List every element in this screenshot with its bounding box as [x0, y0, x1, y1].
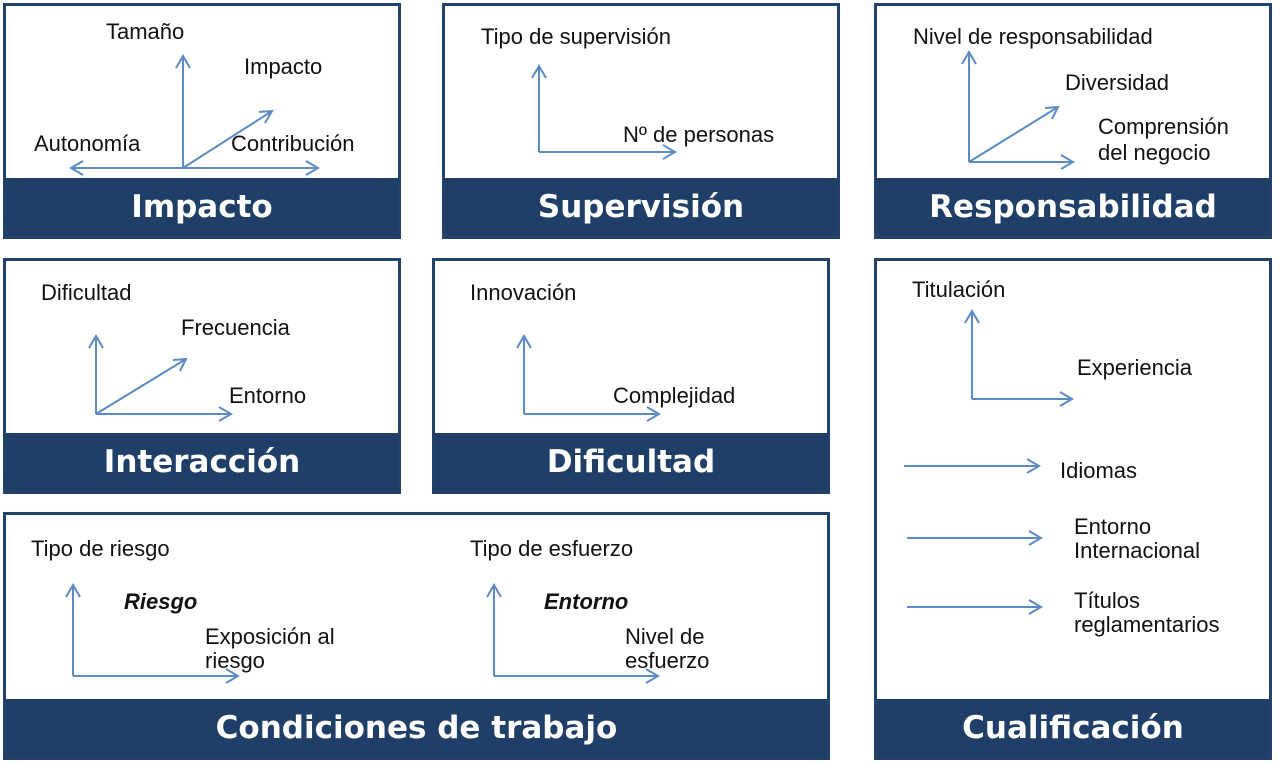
dificultad-axes: [516, 334, 661, 422]
impacto-axes: [69, 54, 320, 176]
panel-responsabilidad: Nivel de responsabilidad Diversidad Comp…: [874, 3, 1272, 239]
panel-title-dificultad: Dificultad: [435, 433, 827, 491]
panel-impacto: Tamaño Impacto Autonomía Contribución Im…: [3, 3, 401, 239]
panel-title-condiciones: Condiciones de trabajo: [6, 699, 827, 757]
label-nivel-responsabilidad: Nivel de responsabilidad: [913, 24, 1153, 49]
tipo-supervision-arrow: [531, 64, 547, 152]
entorno-internacional-arrow: [907, 530, 1043, 546]
label-complejidad: Complejidad: [613, 383, 736, 408]
tipo-esfuerzo-arrow: [486, 583, 502, 676]
panel-title-cualificacion: Cualificación: [877, 699, 1269, 757]
complejidad-arrow: [524, 406, 661, 422]
label-nivel-2: esfuerzo: [625, 648, 710, 673]
label-entorno-2: Internacional: [1074, 538, 1200, 563]
contribucion-arrow: [183, 160, 320, 176]
exposicion-arrow: [73, 668, 240, 684]
tipo-riesgo-arrow: [65, 583, 81, 676]
label-riesgo: Riesgo: [124, 589, 198, 614]
interaccion-axes: [88, 334, 233, 422]
impacto-arrow: [182, 109, 274, 169]
innovacion-arrow: [516, 334, 532, 414]
label-tipo-supervision: Tipo de supervisión: [481, 24, 671, 49]
diversidad-arrow: [968, 105, 1060, 163]
label-nivel-1: Nivel de: [625, 624, 705, 649]
label-frecuencia: Frecuencia: [181, 315, 290, 340]
titulos-arrow: [907, 599, 1043, 615]
label-personas: Nº de personas: [623, 122, 775, 147]
label-entorno: Entorno: [229, 383, 307, 408]
panel-title-responsabilidad: Responsabilidad: [877, 178, 1269, 236]
panel-title-impacto: Impacto: [6, 178, 398, 236]
comprension-arrow: [969, 154, 1075, 170]
idiomas-arrow: [904, 458, 1041, 474]
label-exposicion-1: Exposición al: [205, 624, 335, 649]
panel-cualificacion: Titulación Experiencia Idiomas Entorno I…: [874, 258, 1272, 760]
label-impacto: Impacto: [244, 54, 323, 79]
experiencia-arrow: [972, 391, 1074, 407]
condiciones-axes: [65, 583, 660, 684]
panel-title-interaccion: Interacción: [6, 433, 398, 491]
panel-title-supervision: Supervisión: [445, 178, 837, 236]
label-contribucion: Contribución: [231, 131, 355, 156]
entorno-arrow: [96, 406, 233, 422]
label-entorno-condiciones: Entorno: [544, 589, 629, 614]
dificultad-arrow: [88, 334, 104, 414]
label-dificultad: Dificultad: [41, 280, 132, 305]
autonomia-arrow: [69, 160, 183, 176]
label-tipo-esfuerzo: Tipo de esfuerzo: [470, 536, 634, 561]
panel-supervision: Tipo de supervisión Nº de personas Super…: [442, 3, 840, 239]
label-diversidad: Diversidad: [1065, 70, 1169, 95]
cualificacion-axes: [904, 309, 1074, 615]
titulacion-arrow: [964, 309, 980, 399]
supervision-axes: [531, 64, 677, 160]
frecuencia-arrow: [95, 357, 188, 415]
tamano-arrow: [175, 54, 191, 168]
label-negocio: del negocio: [1098, 140, 1211, 165]
label-tamano: Tamaño: [106, 19, 185, 44]
label-idiomas: Idiomas: [1060, 458, 1138, 483]
label-titulos-2: reglamentarios: [1074, 612, 1220, 637]
personas-arrow: [539, 144, 677, 160]
label-titulacion: Titulación: [912, 277, 1006, 302]
label-titulos-1: Títulos: [1074, 588, 1141, 613]
nivel-arrow: [961, 50, 977, 162]
panel-condiciones: Tipo de riesgo Riesgo Exposición al ries…: [3, 512, 830, 760]
label-experiencia: Experiencia: [1077, 355, 1192, 380]
panel-dificultad: Innovación Complejidad Dificultad: [432, 258, 830, 494]
label-exposicion-2: riesgo: [205, 648, 265, 673]
nivel-esfuerzo-arrow: [494, 668, 660, 684]
panel-interaccion: Dificultad Frecuencia Entorno Interacció…: [3, 258, 401, 494]
label-entorno-1: Entorno: [1074, 514, 1152, 539]
responsabilidad-axes: [961, 50, 1075, 170]
label-innovacion: Innovación: [470, 280, 577, 305]
label-tipo-riesgo: Tipo de riesgo: [31, 536, 170, 561]
label-comprension: Comprensión: [1098, 114, 1229, 139]
label-autonomia: Autonomía: [34, 131, 141, 156]
